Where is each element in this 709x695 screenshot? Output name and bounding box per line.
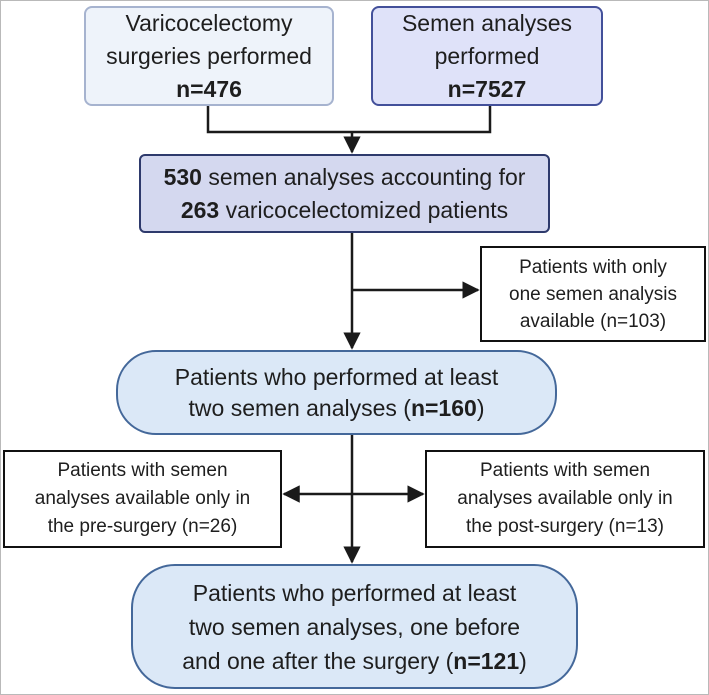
final-line3-prefix: and one after the surgery ( [182, 647, 454, 674]
post-surgery-box: Patients with semen analyses available o… [425, 450, 705, 548]
semen-analyses-line2: performed [434, 42, 540, 69]
final-line3-suffix: ) [519, 647, 527, 674]
post-surgery-line1: Patients with semen [479, 460, 651, 481]
pre-surgery-line2: analyses available only in [34, 488, 251, 509]
semen-analyses-count: n=7527 [447, 75, 527, 102]
at-least-two-box: Patients who performed at least two seme… [116, 350, 557, 435]
at-least-two-line2-suffix: ) [476, 394, 485, 421]
final-line2: two semen analyses, one before [188, 613, 521, 640]
combined-analyses-box: 530 semen analyses accounting for 263 va… [139, 154, 550, 233]
final-count: n=121 [453, 647, 520, 674]
pre-surgery-box: Patients with semen analyses available o… [3, 450, 282, 548]
pre-surgery-line3: the pre-surgery (n=26) [47, 516, 238, 537]
merge-connector [206, 106, 492, 134]
varicocelectomy-line2: surgeries performed [106, 42, 312, 69]
only-one-line2: one semen analysis [509, 283, 677, 305]
combined-text2: varicocelectomized patients [219, 196, 509, 223]
only-one-analysis-box: Patients with only one semen analysis av… [480, 246, 706, 342]
post-surgery-line2: analyses available only in [457, 488, 673, 509]
final-line1: Patients who performed at least [192, 579, 517, 606]
varicocelectomy-count: n=476 [176, 75, 242, 102]
at-least-two-count: n=160 [410, 394, 477, 421]
combined-number-530: 530 [163, 163, 202, 190]
semen-analyses-line1: Semen analyses [401, 9, 573, 36]
final-cohort-box: Patients who performed at least two seme… [131, 564, 578, 689]
varicocelectomy-line1: Varicocelectomy [125, 9, 293, 36]
at-least-two-line2-prefix: two semen analyses ( [188, 394, 411, 421]
combined-text1: semen analyses accounting for [201, 163, 526, 190]
post-surgery-line3: the post-surgery (n=13) [465, 516, 664, 537]
combined-number-263: 263 [180, 196, 220, 223]
varicocelectomy-box: Varicocelectomy surgeries performed n=47… [84, 6, 334, 106]
at-least-two-line1: Patients who performed at least [174, 363, 499, 390]
semen-analyses-box: Semen analyses performed n=7527 [371, 6, 603, 106]
only-one-line1: Patients with only [519, 256, 667, 278]
only-one-line3: available (n=103) [519, 310, 667, 332]
pre-surgery-line1: Patients with semen [57, 460, 228, 481]
